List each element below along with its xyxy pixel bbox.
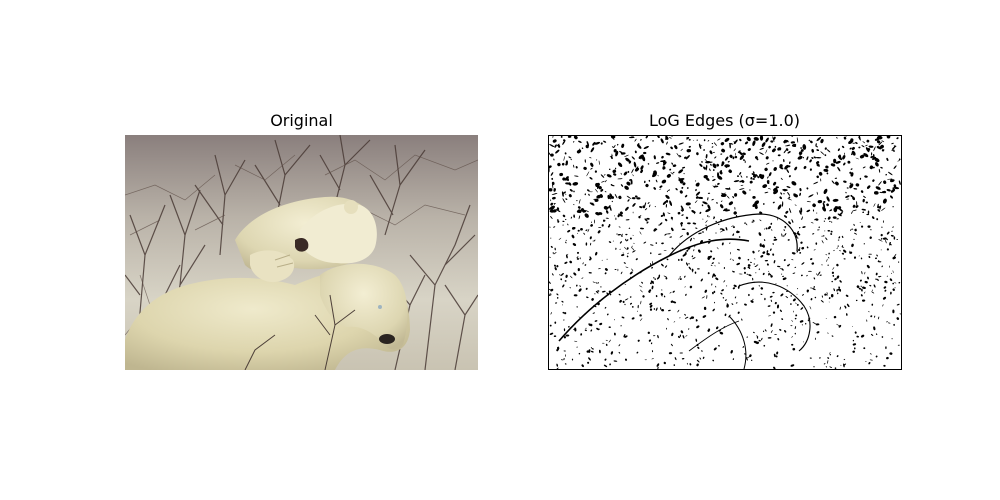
polar-bears-photo-icon	[125, 135, 478, 370]
original-panel-title: Original	[270, 111, 333, 130]
log-edge-map-icon	[549, 136, 901, 369]
log-edges-panel-title: LoG Edges (σ=1.0)	[648, 111, 801, 130]
original-image	[125, 135, 478, 370]
log-edges-image	[548, 135, 902, 370]
